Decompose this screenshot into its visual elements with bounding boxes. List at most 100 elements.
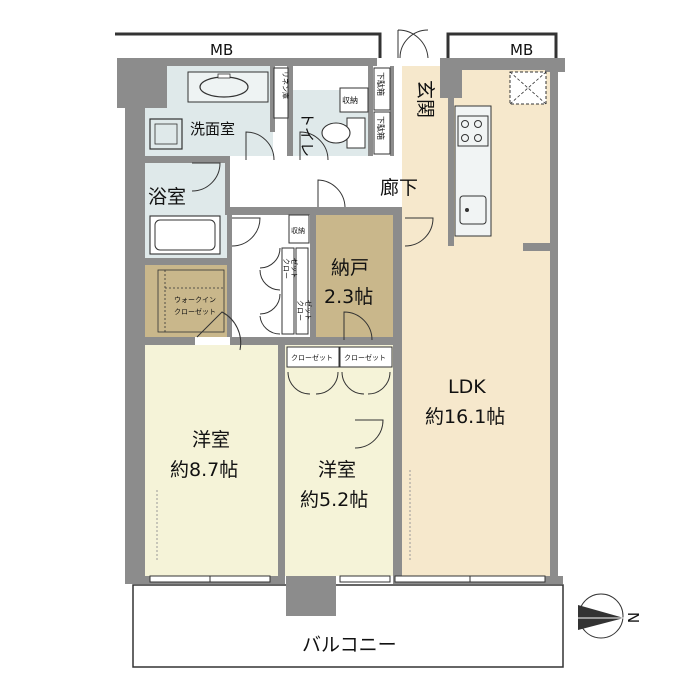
wall-corridor-bottom [230,207,402,215]
wall-left [125,100,145,580]
storage-boxes [273,67,393,368]
wic-shelf [157,269,225,333]
nando-name: 納戸 [331,257,369,279]
nando-floor [316,215,394,337]
linen-box [273,67,289,119]
youshitsu1-name: 洋室 [192,429,230,451]
balcony-label: バルコニー [302,634,397,656]
wall-top [145,58,377,66]
closet-b-box [339,346,393,368]
wic-floor [145,265,227,337]
wall-top-right-block [460,58,560,70]
balcony-floor [132,584,564,668]
wall-genkan-pillar [440,58,462,98]
mb-left-label: MB [210,41,233,59]
door-bath[interactable] [191,162,221,192]
rouka-label: 廊下 [380,177,418,199]
getabako-box-1 [373,67,391,111]
youshitsu2-size: 約5.2帖 [300,489,368,511]
door-corridor-2[interactable] [231,217,261,247]
door-youshitsu2[interactable] [354,419,384,449]
kitchen-counter [454,105,492,237]
shuno-top-label: 収納 [342,95,358,105]
closet-right-box [295,247,309,335]
sink-icon [459,195,487,225]
wall-wash-bottom [145,156,230,163]
door-ldk[interactable] [404,217,434,247]
door-youshitsu1[interactable] [196,311,242,351]
nando-size: 2.3帖 [324,286,373,308]
toilet-label: トイレ [298,112,316,157]
wall-shuno-right [368,66,373,156]
door-closet-a[interactable] [287,371,339,395]
door-closet-left[interactable] [259,247,281,335]
genkan-label: 玄関 [414,80,436,118]
wic-label-2: クローゼット [174,307,216,316]
getabako-box-2 [373,111,391,155]
north-label: N [624,612,642,623]
north-compass-icon [578,593,624,639]
walls [117,58,565,616]
wall-mid-youshitsu [278,345,285,576]
getabako-label-2: 下駄箱 [376,116,386,140]
mb-right-label: MB [510,41,533,59]
closet-b-label: クローゼット [344,353,386,362]
shuno-mid-label: 収納 [291,226,305,235]
closet-left-label-1: クロー [282,258,290,279]
closet-a-box [286,346,340,368]
window-youshitsu2 [339,575,391,583]
closet-right-label-1: クロー [296,300,304,321]
toilet-fixture [321,93,366,149]
door-entrance[interactable] [397,29,429,59]
youshitsu1-floor [145,345,278,576]
door-toilet[interactable] [299,131,329,161]
ventilation-shaft [509,71,547,105]
wall-wash-right [270,66,275,132]
wall-top-left-block [117,58,167,108]
youshitsu2-name: 洋室 [318,459,356,481]
wall-toilet-left [287,66,293,156]
getabako-label-1: 下駄箱 [376,72,386,96]
shuno-top-box [339,87,369,113]
wall-bath-right [225,163,230,215]
wic-label-1: ウォークイン [174,296,216,304]
ldk-size: 約16.1帖 [425,406,505,428]
closet-a-label: クローゼット [291,353,333,362]
top-boundary-line [115,32,382,58]
wall-top-right-pillar [545,58,565,72]
room-dividers [156,470,411,560]
yokushitsu-label: 浴室 [148,186,186,208]
closet-left-box [281,247,295,335]
washbasin-counter [187,71,269,103]
senmenshitsu-label: 洗面室 [190,120,235,138]
wall-wic-bottom [145,337,195,345]
ldk-name: LDK [448,376,486,398]
wall-kitchen-left [448,98,454,246]
door-closet-b[interactable] [341,371,391,395]
wall-kitchen-partition [523,243,553,251]
toilet-bowl-icon [321,122,351,144]
wall-rooms-top [230,337,395,345]
wall-nando-left [310,215,316,337]
top-right-boundary-line [446,32,558,58]
closet-right-label-2: ゼット [304,300,313,321]
shuno-mid-box [288,214,310,244]
bathtub [149,215,221,255]
windows [149,575,546,583]
linen-label: リネン庫 [281,71,290,99]
washing-machine-pan [149,118,183,150]
youshitsu1-size: 約8.7帖 [170,459,238,481]
wall-getabako-right [390,66,394,156]
wall-bottom-pillar [286,576,336,616]
door-nando[interactable] [343,311,373,341]
door-wash[interactable] [245,131,275,161]
wall-bath-bottom [145,258,230,265]
door-corridor[interactable] [317,179,346,208]
wall-mid-ldk [393,215,402,576]
stove-icon [457,115,489,147]
closet-left-label-2: ゼット [290,258,299,279]
wall-closet-divider [227,215,232,337]
wall-right [550,70,558,580]
youshitsu2-floor [285,345,393,576]
